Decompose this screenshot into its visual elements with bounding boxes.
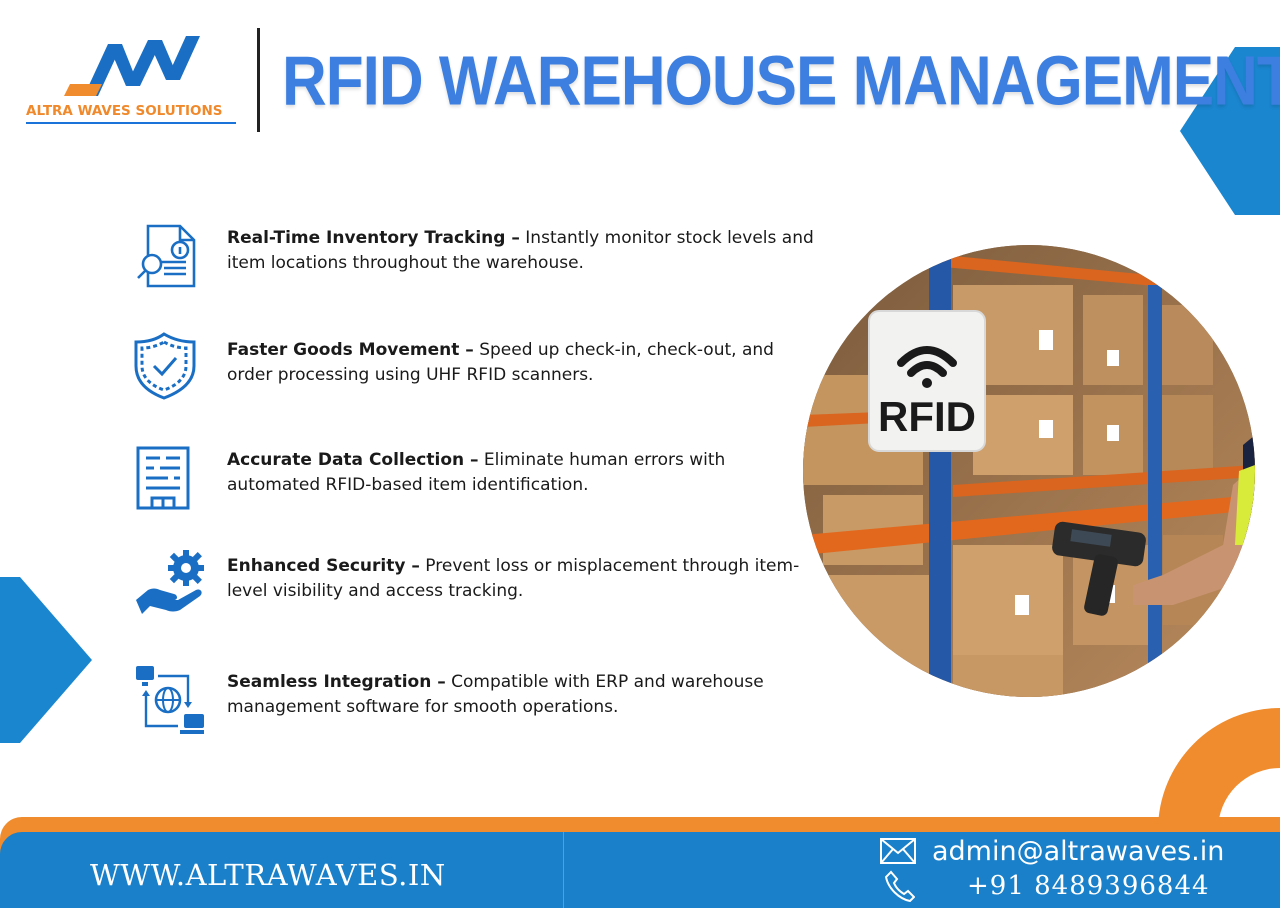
warehouse-photo: RFID xyxy=(803,245,1255,697)
feature-title: Enhanced Security – xyxy=(227,556,420,576)
phone-number[interactable]: +91 8489396844 xyxy=(967,871,1210,901)
feature-item: Accurate Data Collection – Eliminate hum… xyxy=(134,442,824,522)
brand-name: ALTRA WAVES SOLUTIONS xyxy=(26,103,223,119)
feature-title: Accurate Data Collection – xyxy=(227,450,479,470)
feature-description: Eliminate human errors with automated RF… xyxy=(227,450,726,495)
aw-logo-icon xyxy=(64,36,200,96)
decorative-orange-arc xyxy=(1158,708,1280,830)
feature-description: Prevent loss or misplacement through ite… xyxy=(227,556,800,601)
hand-gear-icon xyxy=(136,550,204,614)
feature-title: Faster Goods Movement – xyxy=(227,340,474,360)
document-search-icon xyxy=(137,224,196,288)
feature-description: Speed up check-in, check-out, and order … xyxy=(227,340,774,385)
warehouse-scene-illustration: RFID xyxy=(803,245,1255,697)
email-link[interactable]: admin@altrawaves.in xyxy=(932,836,1225,867)
decorative-blue-chevron-top-right xyxy=(1180,47,1280,215)
footer-bar xyxy=(0,832,1280,908)
network-integration-icon xyxy=(136,666,204,734)
data-document-icon xyxy=(136,446,190,510)
rfid-sign-text: RFID xyxy=(878,393,976,440)
feature-item: Seamless Integration – Compatible with E… xyxy=(134,664,824,744)
phone-icon xyxy=(885,870,915,902)
website-link[interactable]: WWW.ALTRAWAVES.IN xyxy=(90,858,446,892)
header-divider xyxy=(257,28,260,132)
feature-item: Faster Goods Movement – Speed up check-i… xyxy=(134,332,824,412)
page-title: RFID WAREHOUSE MANAGEMENT xyxy=(282,43,1280,121)
feature-title: Seamless Integration – xyxy=(227,672,446,692)
feature-title: Real-Time Inventory Tracking – xyxy=(227,228,520,248)
envelope-icon xyxy=(880,838,916,864)
footer-divider xyxy=(563,832,564,908)
feature-item: Enhanced Security – Prevent loss or misp… xyxy=(134,548,824,628)
feature-description: Compatible with ERP and warehouse manage… xyxy=(227,672,764,717)
shield-check-icon xyxy=(134,332,196,400)
brand-logo[interactable]: ALTRA WAVES SOLUTIONS xyxy=(22,30,242,130)
decorative-blue-chevron-left xyxy=(0,577,92,743)
brand-underline xyxy=(26,122,236,124)
feature-description: Instantly monitor stock levels and item … xyxy=(227,228,814,273)
feature-item: Real-Time Inventory Tracking – Instantly… xyxy=(134,220,824,300)
